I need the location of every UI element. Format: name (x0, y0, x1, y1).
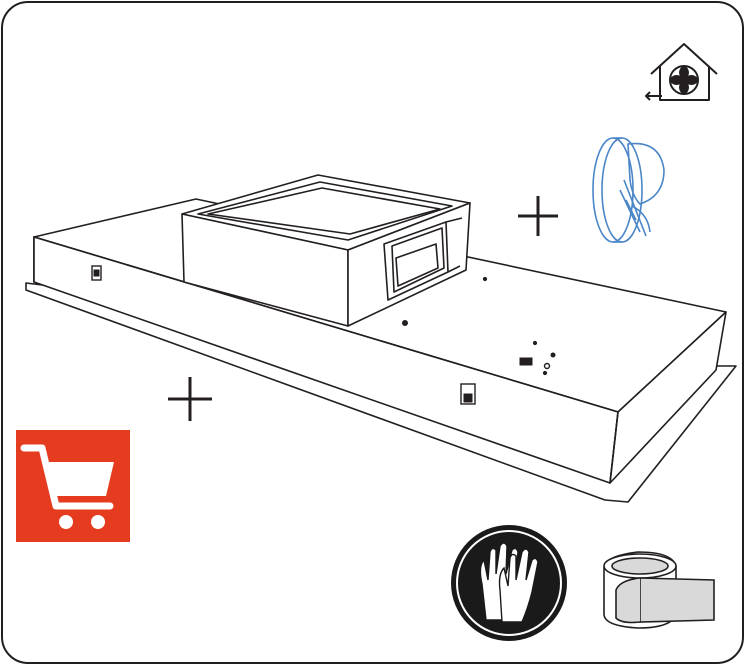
plus-icon (168, 377, 212, 421)
gloves-icon (451, 525, 567, 641)
plus-icon (518, 196, 558, 236)
hood-details (91, 265, 556, 405)
shopping-cart-icon (16, 430, 130, 542)
tape-roll-icon (603, 551, 715, 629)
backdraft-damper-icon (592, 137, 665, 243)
house-fan-icon (645, 43, 718, 101)
motor-housing (181, 174, 471, 327)
